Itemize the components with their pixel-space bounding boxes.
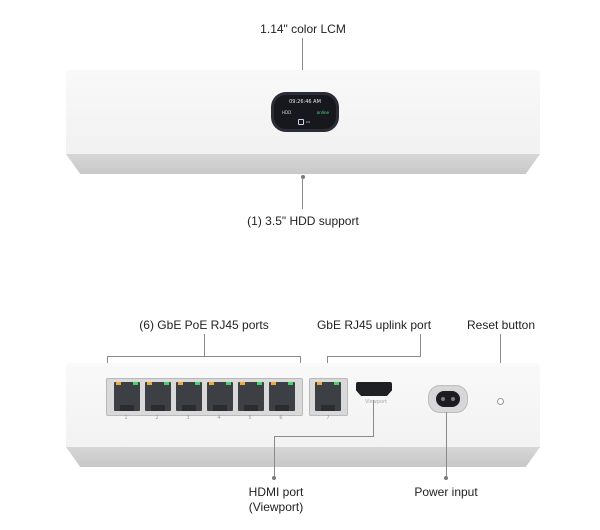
port-number-7: 7 [326,415,330,421]
hdmi-callout-line2: (Viewport) [248,500,304,514]
reset-button-callout: Reset button [466,318,536,332]
hdmi-callout-line1: HDMI port [248,485,304,499]
hdmi-pointer-dot [272,476,276,480]
uplink-pointer-horizontal [327,356,421,357]
uplink-pointer-vertical [420,334,421,356]
poe-port-4 [207,382,233,411]
more-icon: ••• [306,119,311,124]
poe-pointer-line [204,334,205,356]
lcm-pointer-line [302,38,303,92]
lcm-status-right: online [316,110,329,115]
power-pointer-line [446,412,447,476]
hdmi-pointer-drop [274,436,275,478]
power-input-socket [428,385,468,413]
poe-ports-callout: (6) GbE PoE RJ45 ports [139,318,269,332]
uplink-port [315,382,341,411]
lcm-status-left: HDD [282,110,292,115]
power-pointer-dot [444,476,448,480]
lcm-screen: 09:26:46 AM HDD online ••• [274,95,336,129]
reset-button [497,398,504,405]
poe-port-3 [176,382,202,411]
hdd-callout: (1) 3.5" HDD support [247,214,359,228]
port-number-2: 2 [155,415,159,421]
port-number-1: 1 [124,415,128,421]
port-number-6: 6 [279,415,283,421]
hdmi-port [356,382,392,396]
hdd-pointer-line [302,177,303,209]
power-input-callout: Power input [414,485,478,499]
poe-port-6 [269,382,295,411]
poe-bracket-top [107,356,301,357]
lcm-time: 09:26:46 AM [289,99,321,105]
uplink-port-callout: GbE RJ45 uplink port [316,318,432,332]
poe-port-2 [145,382,171,411]
hdmi-pointer-vertical [373,400,374,436]
poe-port-1 [114,382,140,411]
port-number-5: 5 [248,415,252,421]
hdmi-pointer-horizontal [274,436,374,437]
device-front-base [66,154,540,174]
lcm-callout: 1.14" color LCM [260,22,346,36]
poe-port-5 [238,382,264,411]
port-number-3: 3 [186,415,190,421]
hdd-pointer-dot [301,175,305,179]
hdmi-small-label: Viewport [365,399,388,405]
poe-port-block [106,378,303,416]
device-rear-base [66,447,540,467]
uplink-port-block [309,378,348,416]
device-icon [298,119,304,125]
port-number-4: 4 [217,415,221,421]
